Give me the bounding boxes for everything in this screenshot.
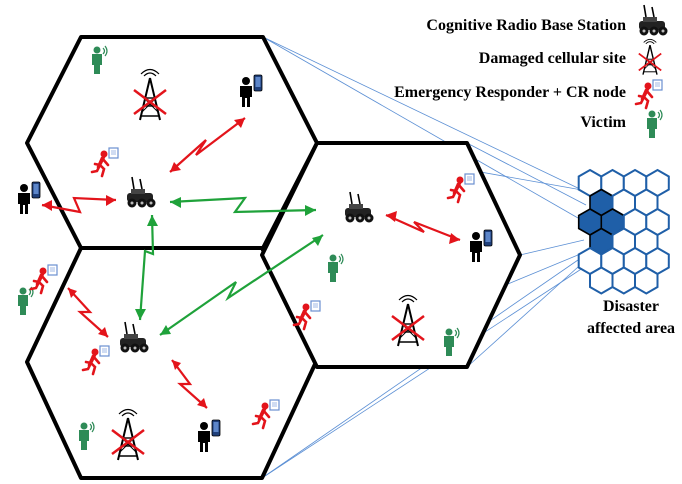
- area-label-line2: affected area: [587, 320, 675, 337]
- grid-cell: [634, 266, 659, 295]
- robot-base-station-icon: [638, 4, 669, 37]
- person-phone-icon: [17, 181, 41, 215]
- legend: Cognitive Radio Base Station Damaged cel…: [394, 4, 669, 139]
- legend-responder-label: Emergency Responder + CR node: [394, 84, 626, 101]
- grid-cell: [611, 266, 636, 295]
- link-green-3: [159, 234, 324, 336]
- legend-base-station-label: Cognitive Radio Base Station: [426, 17, 626, 34]
- disaster-hex-grid: [577, 168, 670, 295]
- link-red-3: [67, 287, 109, 338]
- disaster-area-label: Disaster affected area: [587, 298, 675, 337]
- victim-icon: [646, 109, 663, 139]
- hexagon-top: [25, 35, 319, 250]
- arrow-heads: [42, 118, 460, 408]
- link-red-2: [41, 196, 117, 214]
- legend-victim-label: Victim: [580, 114, 626, 131]
- coverage-hexagons: [25, 35, 522, 480]
- legend-damaged-site-label: Damaged cellular site: [479, 50, 626, 67]
- damaged-tower-icon: [637, 38, 663, 76]
- link-red-1: [169, 117, 246, 173]
- green-links: [138, 196, 324, 336]
- red-links: [41, 117, 461, 409]
- link-green-2: [138, 214, 155, 321]
- hexagon-right: [260, 141, 522, 369]
- responder-icon: [29, 263, 59, 295]
- victim-icon: [17, 286, 34, 316]
- link-red-5: [385, 213, 461, 242]
- link-green-1: [169, 196, 317, 214]
- responder-icon: [634, 78, 664, 110]
- grid-cell: [589, 266, 614, 295]
- link-red-4: [171, 359, 208, 409]
- area-label-line1: Disaster: [603, 298, 659, 315]
- hexagon-bottom: [25, 246, 318, 480]
